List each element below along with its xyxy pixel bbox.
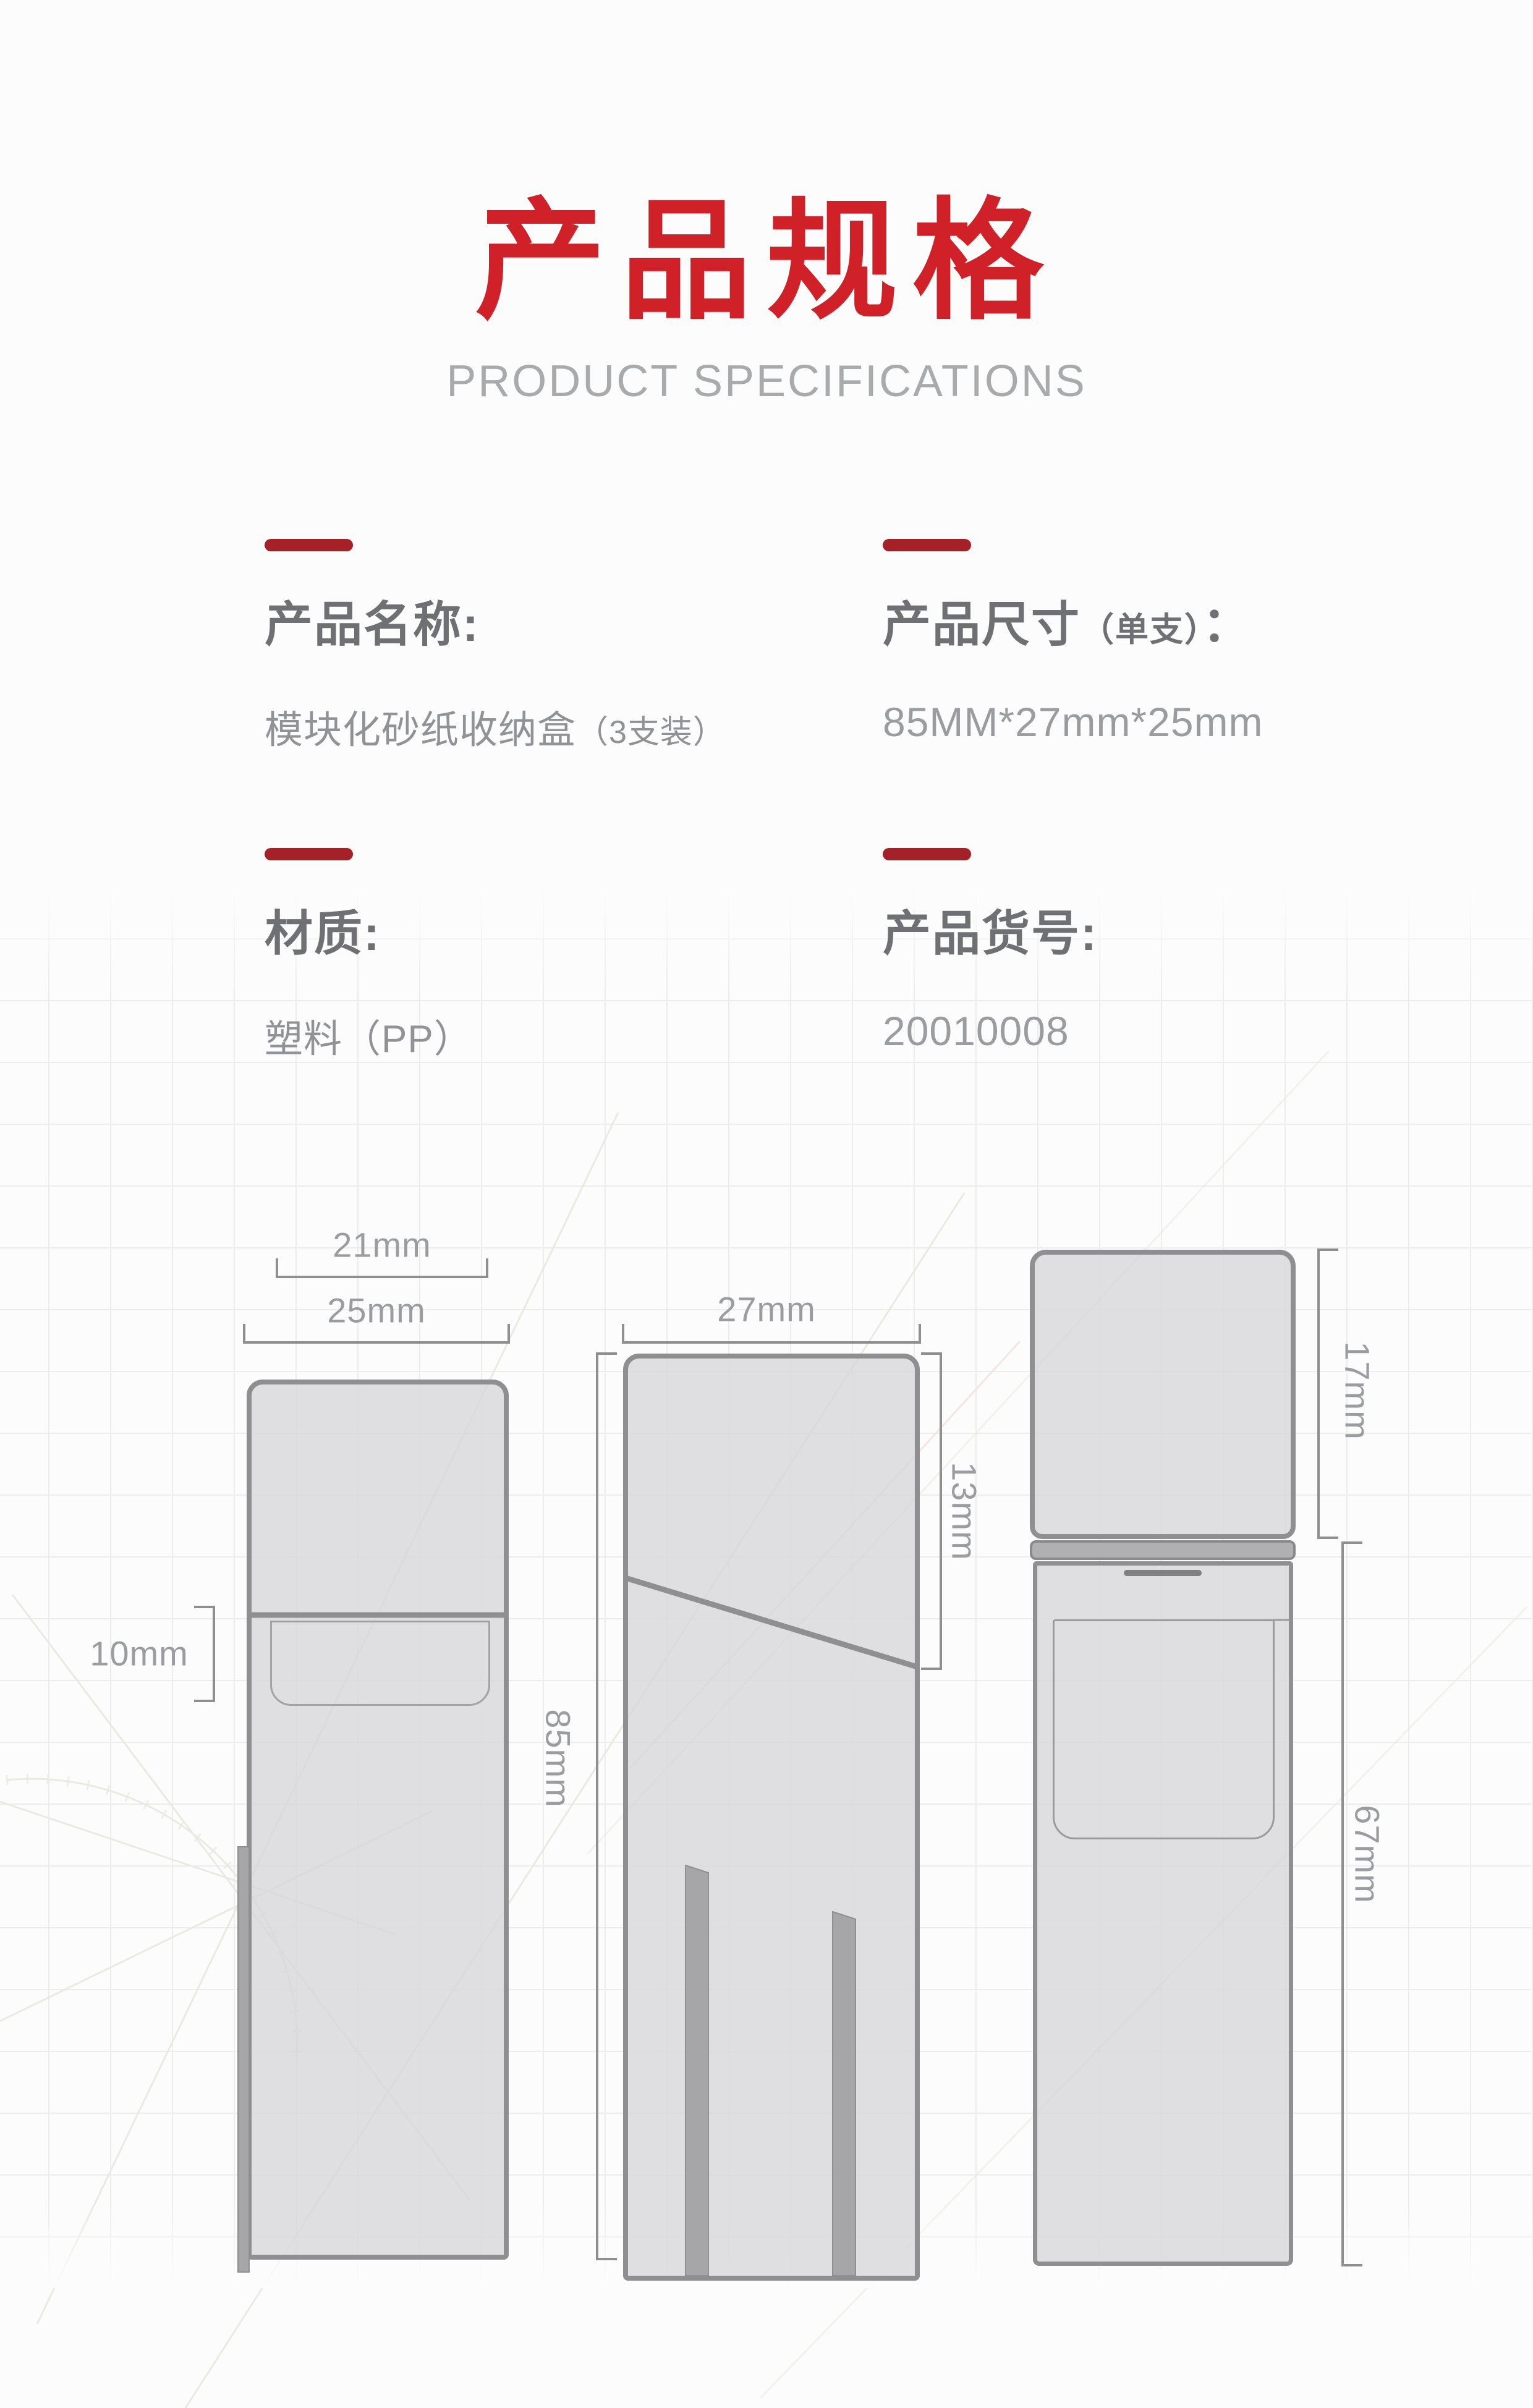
product-name-note: （3支装） (576, 714, 726, 750)
dim-label-85mm: 85mm (538, 1709, 578, 1808)
size-label-text: 产品尺寸 (883, 597, 1081, 651)
dim-label-10mm: 10mm (90, 1634, 189, 1673)
front-view-drawing (247, 1380, 509, 2260)
spec-label: 材质: (265, 906, 381, 960)
dim-label-21mm: 21mm (333, 1225, 431, 1265)
side-view-rail-left (685, 1864, 709, 2276)
front-view-inner-panel (270, 1621, 490, 1706)
page-subtitle: PRODUCT SPECIFICATIONS (446, 357, 1087, 406)
dim-label-67mm: 67mm (1348, 1805, 1387, 1904)
front-view-clip-strip (237, 1846, 250, 2273)
red-dash-divider (265, 539, 353, 551)
red-dash-divider (265, 848, 353, 860)
size-label-colon: ： (1202, 597, 1252, 651)
open-view-cap-drawing (1030, 1250, 1296, 1539)
red-dash-divider (883, 539, 971, 551)
dim-label-13mm: 13mm (945, 1462, 984, 1561)
spec-value: 20010008 (883, 1008, 1069, 1054)
open-view-junction-band (1030, 1540, 1296, 1560)
spec-label: 产品货号: (883, 906, 1098, 960)
page-title: 产品规格 (475, 188, 1058, 334)
spec-value: 塑料（PP） (265, 1018, 473, 1061)
size-label-note: （单支） (1081, 611, 1203, 648)
open-view-body-drawing (1033, 1561, 1293, 2266)
side-view-rail-right (832, 1910, 856, 2276)
spec-product-size: 产品尺寸（单支）： 85MM*27mm*25mm (883, 539, 1501, 745)
spec-product-name: 产品名称: 模块化砂纸收纳盒（3支装） (265, 539, 883, 754)
side-view-drawing (623, 1354, 920, 2281)
spec-item-number: 产品货号: 20010008 (883, 848, 1501, 1054)
spec-value: 85MM*27mm*25mm (883, 699, 1263, 745)
spec-value: 模块化砂纸收纳盒（3支装） (265, 698, 883, 754)
open-view-inner-panel (1053, 1619, 1275, 1839)
open-view-handle-dash (1124, 1570, 1202, 1576)
spec-label: 产品尺寸（单支）： (883, 586, 1501, 655)
spec-material: 材质: 塑料（PP） (265, 848, 883, 1063)
spec-label: 产品名称: (265, 597, 480, 651)
dim-label-27mm: 27mm (717, 1289, 816, 1329)
red-dash-divider (883, 848, 971, 860)
dim-label-17mm: 17mm (1338, 1341, 1377, 1440)
dim-label-25mm: 25mm (327, 1291, 426, 1330)
product-name-text: 模块化砂纸收纳盒 (265, 709, 577, 752)
grid-fade-top (0, 884, 1533, 989)
